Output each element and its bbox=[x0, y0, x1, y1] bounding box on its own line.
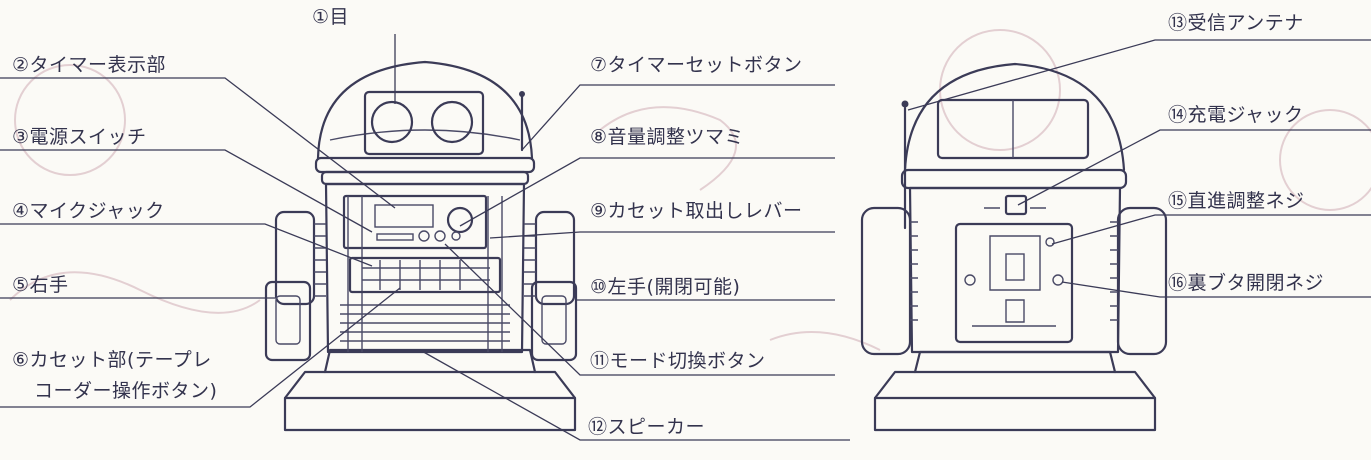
label-cassette-eject-lever: ⑨カセット取出しレバー bbox=[590, 200, 803, 222]
label-speaker: ⑫スピーカー bbox=[588, 416, 706, 438]
label-left-hand: ⑩左手(開閉可能) bbox=[590, 276, 741, 298]
label-mic-jack: ④マイクジャック bbox=[12, 200, 165, 222]
leader-lines bbox=[0, 34, 1371, 441]
label-power-switch: ③電源スイッチ bbox=[12, 126, 147, 148]
label-timer-display: ②タイマー表示部 bbox=[12, 54, 167, 76]
label-charge-jack: ⑭充電ジャック bbox=[1168, 104, 1304, 126]
label-cassette-line1: ⑥カセット部(テープレ bbox=[12, 349, 212, 371]
label-mode-button: ⑪モード切換ボタン bbox=[590, 350, 766, 372]
label-volume-knob: ⑧音量調整ツマミ bbox=[590, 126, 745, 148]
label-straight-adjust-screw: ⑮直進調整ネジ bbox=[1168, 190, 1305, 212]
label-back-cover-screw: ⑯裏ブタ開閉ネジ bbox=[1168, 272, 1325, 294]
back-robot bbox=[860, 62, 1168, 432]
label-cassette-line2: コーダー操作ボタン) bbox=[34, 380, 218, 402]
label-eye: ①目 bbox=[312, 6, 350, 28]
label-cassette: ⑥カセット部(テープレ コーダー操作ボタン) bbox=[12, 345, 217, 407]
front-robot bbox=[264, 60, 578, 432]
label-timer-set-button: ⑦タイマーセットボタン bbox=[590, 54, 803, 76]
label-right-hand: ⑤右手 bbox=[12, 274, 69, 296]
label-antenna: ⑬受信アンテナ bbox=[1168, 12, 1304, 34]
